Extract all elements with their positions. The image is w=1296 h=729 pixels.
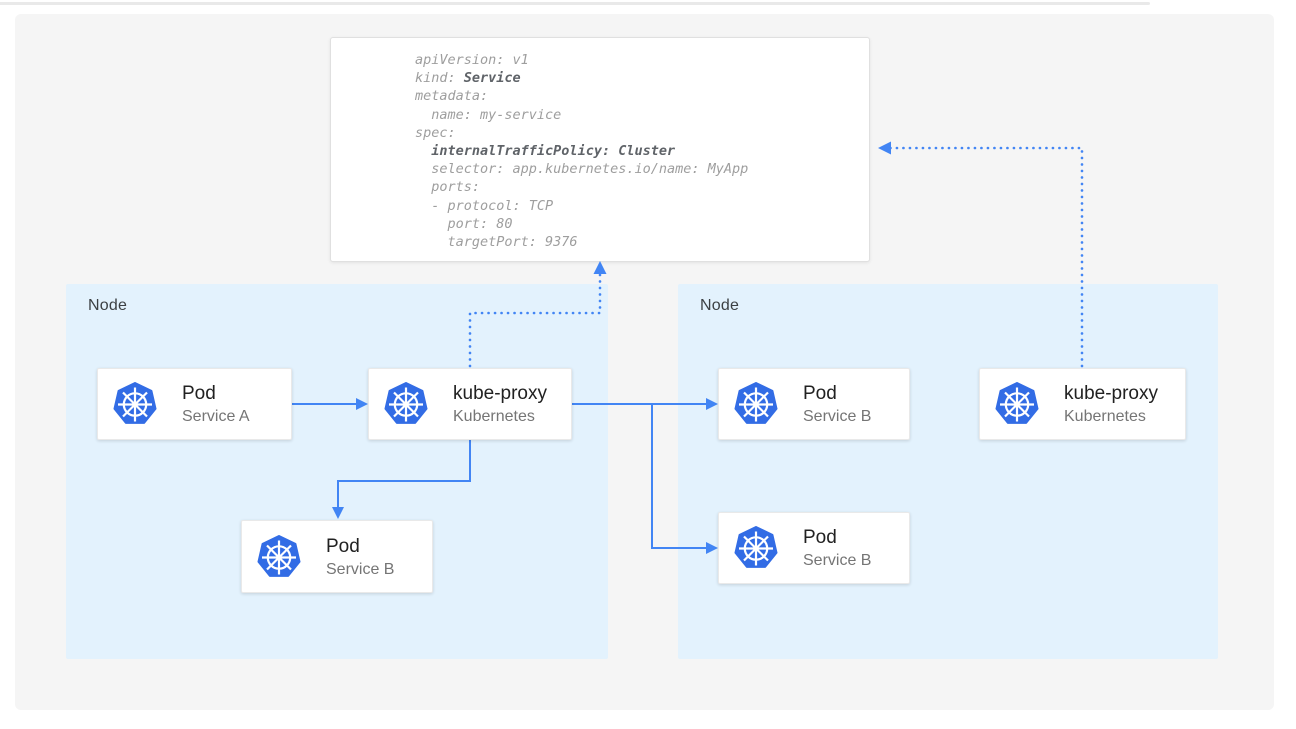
card-pod-service-b-right-bottom: Pod Service B [718, 512, 910, 584]
card-pod-service-a: Pod Service A [97, 368, 292, 440]
kubernetes-icon [384, 382, 428, 424]
node-box-left: Node [66, 284, 608, 659]
node-box-right: Node [678, 284, 1218, 659]
card-pod-service-b-right-top: Pod Service B [718, 368, 910, 440]
card-subtitle: Kubernetes [453, 408, 535, 425]
card-kube-proxy-left: kube-proxy Kubernetes [368, 368, 572, 440]
kubernetes-icon [734, 526, 778, 568]
yaml-line: internalTrafficPolicy: Cluster [431, 143, 676, 160]
node-label: Node [700, 297, 740, 314]
yaml-line: name: my-service [415, 106, 562, 123]
card-subtitle: Kubernetes [1064, 408, 1146, 425]
yaml-line: kind: Service [415, 70, 521, 87]
card-title: kube-proxy [453, 383, 547, 404]
card-kube-proxy-right: kube-proxy Kubernetes [979, 368, 1186, 440]
card-subtitle: Service B [326, 560, 395, 578]
yaml-line: metadata: [415, 88, 489, 105]
top-divider [0, 2, 1150, 5]
yaml-line: spec: [415, 124, 456, 141]
card-subtitle: Service B [803, 552, 872, 569]
card-title: Pod [326, 535, 360, 557]
kubernetes-icon [995, 382, 1039, 424]
card-pod-service-b-left: Pod Service B [241, 520, 433, 593]
service-yaml-panel: apiVersion: v1 kind: Service metadata: n… [330, 37, 870, 262]
yaml-line: targetPort: 9376 [415, 234, 578, 251]
kubernetes-icon [113, 382, 157, 424]
yaml-line: apiVersion: v1 [415, 52, 529, 68]
kubernetes-icon [734, 382, 778, 424]
card-title: Pod [803, 527, 837, 548]
yaml-line: port: 80 [415, 215, 513, 232]
card-title: Pod [182, 383, 216, 404]
card-subtitle: Service A [182, 408, 250, 425]
yaml-line: ports: [415, 179, 481, 196]
yaml-line: selector: app.kubernetes.io/name: MyApp [415, 161, 749, 178]
kubernetes-icon [257, 534, 301, 577]
card-title: Pod [803, 383, 837, 404]
node-label: Node [88, 297, 128, 314]
yaml-line: - protocol: TCP [415, 197, 554, 214]
card-title: kube-proxy [1064, 383, 1158, 404]
card-subtitle: Service B [803, 408, 872, 425]
